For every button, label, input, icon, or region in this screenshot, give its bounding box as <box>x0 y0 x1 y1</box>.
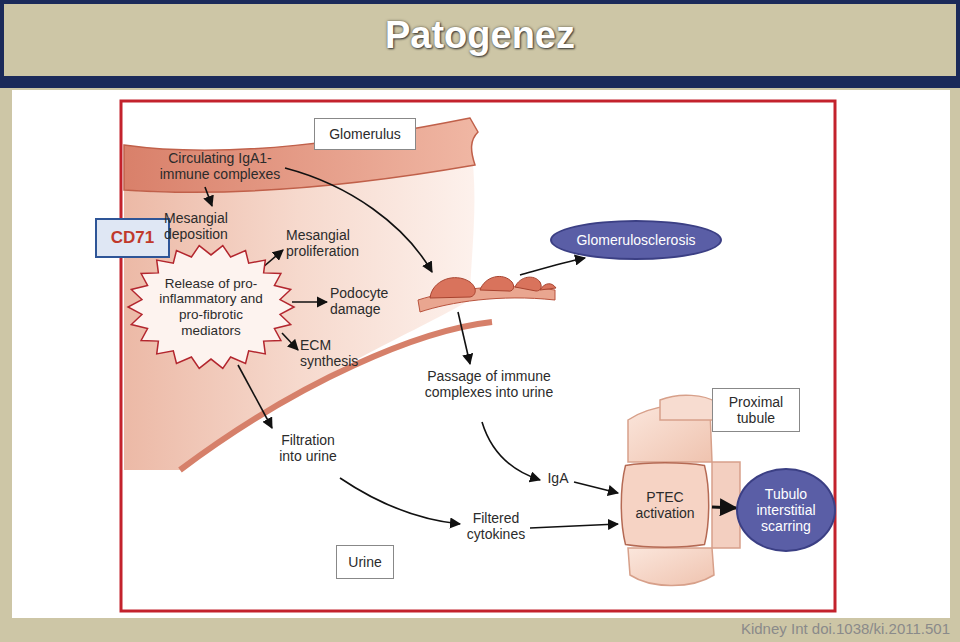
node-text-wrap: Release of pro-inflammatory and pro-fibr… <box>150 276 272 338</box>
node-text-wrap: Glomerulosclerosis <box>576 232 695 248</box>
node-text-wrap: Tubulo interstitial scarring <box>748 486 824 534</box>
mediator-burst: Release of pro-inflammatory and pro-fibr… <box>128 245 294 369</box>
figure-frame <box>121 101 835 611</box>
starburst-path <box>128 246 294 369</box>
capillary-vessel <box>124 118 478 192</box>
node-text-wrap: Proximal tubule <box>718 394 794 426</box>
annotation-label: Circulating IgA1- immune complexes <box>150 150 290 182</box>
node-text-wrap: CD71 <box>111 228 154 248</box>
annotation-label: IgA <box>542 470 574 486</box>
region-label-box: Proximal tubule <box>712 388 800 432</box>
node-text: Glomerulosclerosis <box>576 232 695 248</box>
citation: Kidney Int doi.1038/ki.2011.501 <box>620 620 950 637</box>
cell-box: PTEC activation <box>618 462 712 548</box>
tubule-cell <box>660 395 716 420</box>
node-text: Proximal tubule <box>718 394 794 426</box>
node-text-wrap: Glomerulus <box>329 126 401 142</box>
annotation-label: Mesangial proliferation <box>286 227 376 259</box>
node-text: Tubulo interstitial scarring <box>748 486 824 534</box>
node-text: Urine <box>348 554 381 570</box>
slide-title: Patogenez <box>0 14 960 58</box>
annotation-label: Mesangial deposition <box>164 210 244 242</box>
pathway-arrows <box>205 168 618 528</box>
annotation-label: Filtration into urine <box>270 432 346 464</box>
node-text: CD71 <box>111 228 154 248</box>
marker-box: CD71 <box>95 218 170 258</box>
annotation-label: Filtered cytokines <box>462 510 530 542</box>
header-rule <box>0 80 960 88</box>
podocytes <box>430 276 556 298</box>
outcome-ellipse: Tubulo interstitial scarring <box>736 468 836 552</box>
cell-path <box>621 463 708 547</box>
tubule-cell <box>628 548 714 586</box>
annotation-label: Passage of immune complexes into urine <box>418 368 560 400</box>
node-text: PTEC activation <box>626 489 704 521</box>
connector-arrow <box>712 505 736 509</box>
region-label-box: Glomerulus <box>314 118 416 150</box>
region-label-box: Urine <box>336 545 394 579</box>
node-text: Glomerulus <box>329 126 401 142</box>
outcome-ellipse: Glomerulosclerosis <box>550 220 722 260</box>
annotation-label: Podocyte damage <box>330 285 400 317</box>
annotation-label: ECM synthesis <box>300 337 372 369</box>
node-text-wrap: Urine <box>348 554 381 570</box>
node-text: Release of pro-inflammatory and pro-fibr… <box>150 276 272 338</box>
node-text-wrap: PTEC activation <box>626 489 704 521</box>
